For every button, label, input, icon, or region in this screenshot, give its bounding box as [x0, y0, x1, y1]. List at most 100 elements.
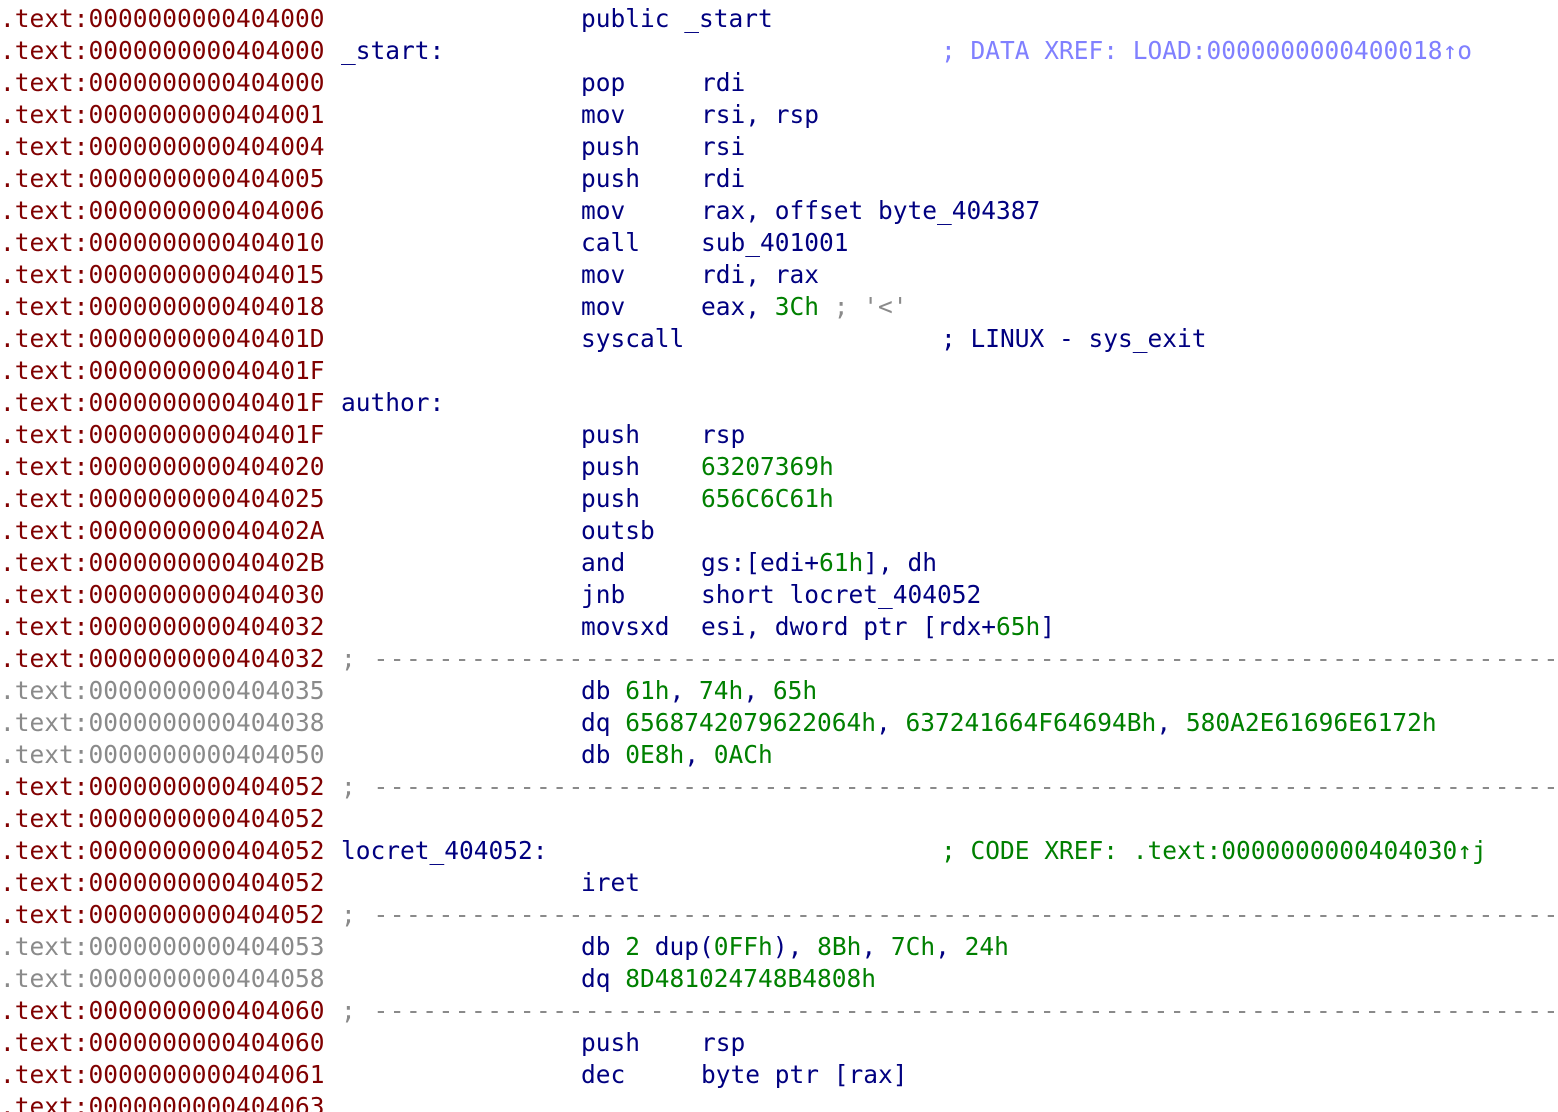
- listing-line[interactable]: .text:0000000000404052; ----------------…: [0, 899, 1558, 931]
- data-directive[interactable]: dq 6568742079622064h, 637241664F64694Bh,…: [581, 707, 1437, 739]
- listing-line[interactable]: .text:0000000000404000 public _start: [0, 3, 1558, 35]
- listing-line[interactable]: .text:0000000000404052 iret: [0, 867, 1558, 899]
- listing-line[interactable]: .text:0000000000404006 mov rax, offset byt…: [0, 195, 1558, 227]
- line-address[interactable]: .text:000000000040401D: [0, 324, 325, 353]
- instruction-mnemonic[interactable]: and: [581, 548, 626, 577]
- instruction-mnemonic[interactable]: push: [581, 452, 641, 481]
- line-comment[interactable]: ; CODE XREF: .text:0000000000404030↑j: [941, 835, 1487, 867]
- instruction-operands[interactable]: sub_401001: [701, 227, 849, 259]
- line-address[interactable]: .text:000000000040401F: [0, 388, 325, 417]
- listing-line[interactable]: .text:0000000000404005 push rdi: [0, 163, 1558, 195]
- line-address[interactable]: .text:0000000000404032: [0, 612, 325, 641]
- instruction-mnemonic[interactable]: dec: [581, 1060, 626, 1089]
- line-address[interactable]: .text:0000000000404032: [0, 644, 325, 673]
- instruction-mnemonic[interactable]: push: [581, 484, 641, 513]
- line-address[interactable]: .text:0000000000404052: [0, 772, 325, 801]
- line-address[interactable]: .text:0000000000404060: [0, 1028, 325, 1057]
- listing-line[interactable]: .text:0000000000404020 push 63207369h: [0, 451, 1558, 483]
- line-address[interactable]: .text:0000000000404010: [0, 228, 325, 257]
- line-address[interactable]: .text:0000000000404030: [0, 580, 325, 609]
- line-address[interactable]: .text:0000000000404015: [0, 260, 325, 289]
- line-address[interactable]: .text:0000000000404005: [0, 164, 325, 193]
- instruction-operands[interactable]: rsp: [701, 1027, 745, 1059]
- line-address[interactable]: .text:0000000000404001: [0, 100, 325, 129]
- listing-line[interactable]: .text:0000000000404015 mov rdi, rax: [0, 259, 1558, 291]
- data-directive[interactable]: db 61h, 74h, 65h: [581, 675, 817, 707]
- line-address[interactable]: .text:000000000040402A: [0, 516, 325, 545]
- instruction-operands[interactable]: rsp: [701, 419, 745, 451]
- line-address[interactable]: .text:0000000000404050: [0, 740, 325, 769]
- instruction-operands[interactable]: rdi, rax: [701, 259, 819, 291]
- line-address[interactable]: .text:0000000000404060: [0, 996, 325, 1025]
- instruction-mnemonic[interactable]: pop: [581, 68, 626, 97]
- instruction-operands[interactable]: rdi: [701, 67, 745, 99]
- listing-line[interactable]: .text:0000000000404063: [0, 1091, 1558, 1112]
- listing-line[interactable]: .text:0000000000404030 jnb short locret_40…: [0, 579, 1558, 611]
- line-address[interactable]: .text:0000000000404058: [0, 964, 325, 993]
- data-directive[interactable]: db 0E8h, 0ACh: [581, 739, 773, 771]
- instruction-operands[interactable]: rsi, rsp: [701, 99, 819, 131]
- line-address[interactable]: .text:0000000000404052: [0, 804, 325, 833]
- line-address[interactable]: .text:0000000000404006: [0, 196, 325, 225]
- line-comment[interactable]: ; LINUX - sys_exit: [941, 323, 1207, 355]
- line-address[interactable]: .text:000000000040401F: [0, 356, 325, 385]
- line-address[interactable]: .text:0000000000404038: [0, 708, 325, 737]
- listing-line[interactable]: .text:0000000000404053 db 2 dup(0FFh), 8B…: [0, 931, 1558, 963]
- data-directive[interactable]: db 2 dup(0FFh), 8Bh, 7Ch, 24h: [581, 931, 1009, 963]
- instruction-mnemonic[interactable]: call: [581, 228, 641, 257]
- instruction-mnemonic[interactable]: iret: [581, 868, 641, 897]
- instruction-mnemonic[interactable]: public _start: [581, 4, 773, 33]
- instruction-operands[interactable]: short locret_404052: [701, 579, 981, 611]
- instruction-mnemonic[interactable]: mov: [581, 196, 626, 225]
- instruction-mnemonic[interactable]: mov: [581, 292, 626, 321]
- instruction-operands[interactable]: rsi: [701, 131, 745, 163]
- listing-line[interactable]: .text:0000000000404052; ----------------…: [0, 771, 1558, 803]
- instruction-mnemonic[interactable]: mov: [581, 260, 626, 289]
- listing-line[interactable]: .text:0000000000404060 push rsp: [0, 1027, 1558, 1059]
- line-address[interactable]: .text:0000000000404053: [0, 932, 325, 961]
- line-address[interactable]: .text:0000000000404004: [0, 132, 325, 161]
- line-address[interactable]: .text:0000000000404061: [0, 1060, 325, 1089]
- line-address[interactable]: .text:0000000000404052: [0, 868, 325, 897]
- line-address[interactable]: .text:0000000000404063: [0, 1092, 325, 1112]
- line-address[interactable]: .text:0000000000404035: [0, 676, 325, 705]
- listing-line[interactable]: .text:0000000000404000_start:; DATA XREF…: [0, 35, 1558, 67]
- line-address[interactable]: .text:0000000000404000: [0, 36, 325, 65]
- instruction-mnemonic[interactable]: movsxd: [581, 612, 670, 641]
- listing-line[interactable]: .text:0000000000404001 mov rsi, rsp: [0, 99, 1558, 131]
- listing-line[interactable]: .text:0000000000404060; ----------------…: [0, 995, 1558, 1027]
- line-address[interactable]: .text:0000000000404025: [0, 484, 325, 513]
- instruction-mnemonic[interactable]: push: [581, 164, 641, 193]
- line-comment[interactable]: ; DATA XREF: LOAD:0000000000400018↑o: [941, 35, 1472, 67]
- instruction-operands[interactable]: rdi: [701, 163, 745, 195]
- line-address[interactable]: .text:000000000040401F: [0, 420, 325, 449]
- instruction-mnemonic[interactable]: push: [581, 1028, 641, 1057]
- instruction-operands[interactable]: rax, offset byte_404387: [701, 195, 1040, 227]
- listing-line[interactable]: .text:0000000000404058 dq 8D481024748B480…: [0, 963, 1558, 995]
- line-address[interactable]: .text:0000000000404052: [0, 836, 325, 865]
- instruction-operands[interactable]: 63207369h: [701, 451, 834, 483]
- listing-line[interactable]: .text:0000000000404018 mov eax, 3Ch ; '<': [0, 291, 1558, 323]
- data-directive[interactable]: dq 8D481024748B4808h: [581, 963, 876, 995]
- instruction-operands[interactable]: eax, 3Ch ; '<': [701, 291, 908, 323]
- line-address[interactable]: .text:0000000000404000: [0, 4, 325, 33]
- line-address[interactable]: .text:000000000040402B: [0, 548, 325, 577]
- instruction-mnemonic[interactable]: jnb: [581, 580, 626, 609]
- instruction-operands[interactable]: byte ptr [rax]: [701, 1059, 908, 1091]
- listing-line[interactable]: .text:0000000000404061 dec byte ptr [rax]: [0, 1059, 1558, 1091]
- line-address[interactable]: .text:0000000000404018: [0, 292, 325, 321]
- line-address[interactable]: .text:0000000000404020: [0, 452, 325, 481]
- instruction-mnemonic[interactable]: mov: [581, 100, 626, 129]
- listing-line[interactable]: .text:0000000000404038 dq 656874207962206…: [0, 707, 1558, 739]
- listing-line[interactable]: .text:0000000000404052: [0, 803, 1558, 835]
